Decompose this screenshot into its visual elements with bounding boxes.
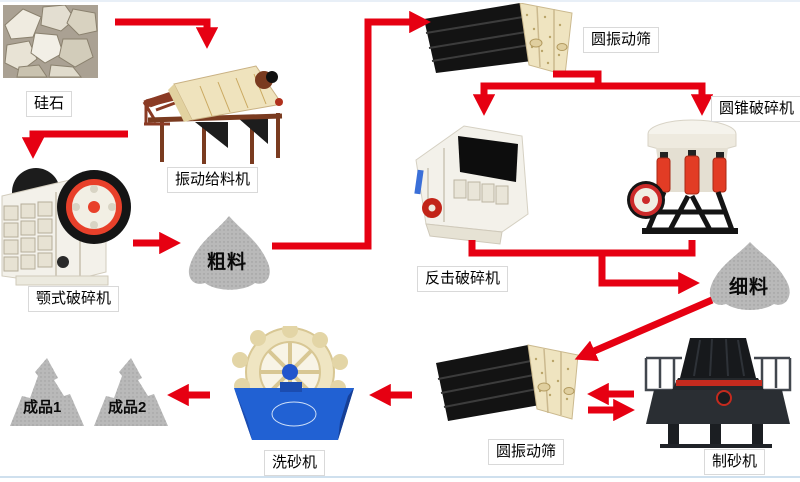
cone-crusher-label: 圆锥破碎机 xyxy=(711,96,800,122)
line-crusher-outputs-merge xyxy=(468,240,696,257)
impact-crusher-label: 反击破碎机 xyxy=(417,266,509,292)
jaw-crusher-label: 颚式破碎机 xyxy=(28,286,120,312)
coarse-material-label: 粗料 xyxy=(207,252,248,273)
sand-making-machine-label: 制砂机 xyxy=(704,449,766,475)
cone-crusher-image xyxy=(626,116,752,244)
sand-washing-machine-label: 洗砂机 xyxy=(264,450,326,476)
impact-crusher-image xyxy=(408,118,536,253)
washer-tank xyxy=(234,388,354,440)
arrow-top-screen-to-cone-crusher xyxy=(598,82,714,116)
arrow-silica-to-feeder xyxy=(115,18,219,49)
cone-hydraulic-cylinders xyxy=(656,150,727,195)
top-border-line xyxy=(0,0,800,2)
top-screen-label: 圆振动筛 xyxy=(583,27,660,53)
arrow-top-screen-to-impact-crusher xyxy=(472,82,598,116)
vibrating-feeder-label: 振动给料机 xyxy=(167,167,259,193)
jaw-main-flywheel xyxy=(57,170,131,244)
finished-product-2-pile xyxy=(92,356,170,428)
circular-vibrating-screen-bottom-image xyxy=(436,343,582,431)
jaw-crusher-image xyxy=(0,162,133,292)
finished-product-1-pile xyxy=(8,356,86,428)
maker-red-band xyxy=(676,380,762,386)
bottom-border-line xyxy=(0,476,800,478)
bottom-screen-label: 圆振动筛 xyxy=(488,439,565,465)
arrow-coarse-to-top-screen xyxy=(272,10,431,250)
cone-wheel xyxy=(627,181,665,219)
vibrating-feeder-image xyxy=(140,58,288,168)
finished-product-1-label: 成品1 xyxy=(23,399,62,416)
arrow-fine-to-bottom-screen xyxy=(574,296,714,362)
finished-product-2-label: 成品2 xyxy=(108,399,147,416)
arrow-feeder-to-jaw-crusher xyxy=(21,130,128,159)
fine-material-pile xyxy=(705,240,795,314)
circular-vibrating-screen-top-image xyxy=(424,3,576,83)
silica-label: 硅石 xyxy=(26,91,73,117)
arrow-top-screen-split-stub xyxy=(553,70,602,86)
arrow-merge-to-fine xyxy=(598,253,700,295)
silica-rock-photo xyxy=(3,5,98,78)
fine-material-label: 细料 xyxy=(729,277,770,298)
sand-making-machine-image xyxy=(638,336,798,450)
coarse-material-pile xyxy=(183,213,275,295)
sand-washing-machine-image xyxy=(228,326,360,448)
